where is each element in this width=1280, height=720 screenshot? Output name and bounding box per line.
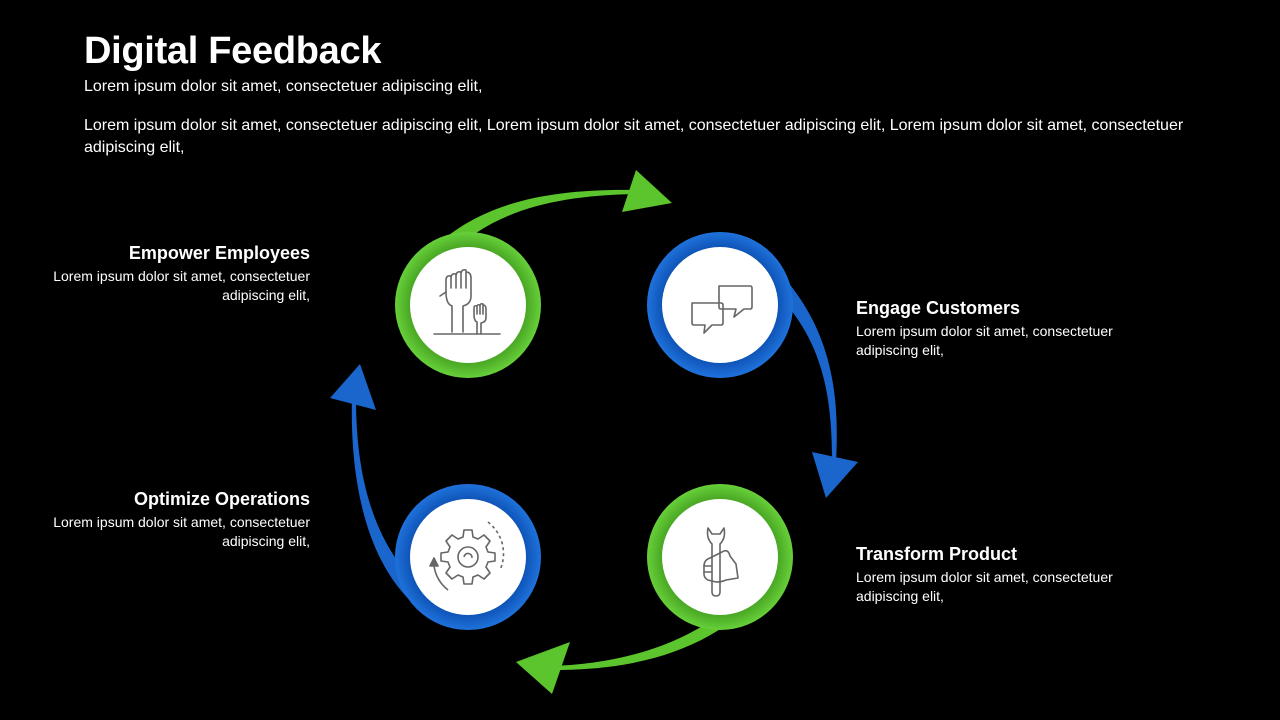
step-empower-employees: Empower Employees Lorem ipsum dolor sit …: [10, 241, 310, 305]
circle-optimize-operations: [395, 484, 541, 630]
step-optimize-operations: Optimize Operations Lorem ipsum dolor si…: [10, 487, 310, 551]
circle-engage-customers: [647, 232, 793, 378]
step-transform-product: Transform Product Lorem ipsum dolor sit …: [856, 542, 1146, 606]
step-title: Engage Customers: [856, 298, 1021, 318]
arrow-green-bottom: [516, 598, 750, 694]
arrow-blue-left: [330, 364, 432, 608]
wrench-hand-icon: [703, 527, 739, 597]
circle-empower-employees: [395, 232, 541, 378]
step-text: Lorem ipsum dolor sit amet, consectetuer…: [856, 569, 1113, 604]
page-description: Lorem ipsum dolor sit amet, consectetuer…: [84, 117, 1184, 156]
raised-fists-icon: [433, 269, 501, 335]
step-engage-customers: Engage Customers Lorem ipsum dolor sit a…: [856, 296, 1146, 360]
step-title: Empower Employees: [128, 243, 310, 263]
chat-bubbles-icon: [691, 285, 753, 334]
step-title: Optimize Operations: [133, 489, 310, 509]
step-text: Lorem ipsum dolor sit amet, consectetuer…: [53, 268, 310, 303]
step-text: Lorem ipsum dolor sit amet, consectetuer…: [53, 514, 310, 549]
gear-cycle-icon: [429, 521, 505, 591]
arrow-blue-right: [768, 275, 858, 498]
page-subtitle: Lorem ipsum dolor sit amet, consectetuer…: [84, 78, 483, 95]
step-title: Transform Product: [856, 544, 1018, 564]
step-text: Lorem ipsum dolor sit amet, consectetuer…: [856, 323, 1113, 358]
page-title: Digital Feedback: [84, 30, 382, 72]
